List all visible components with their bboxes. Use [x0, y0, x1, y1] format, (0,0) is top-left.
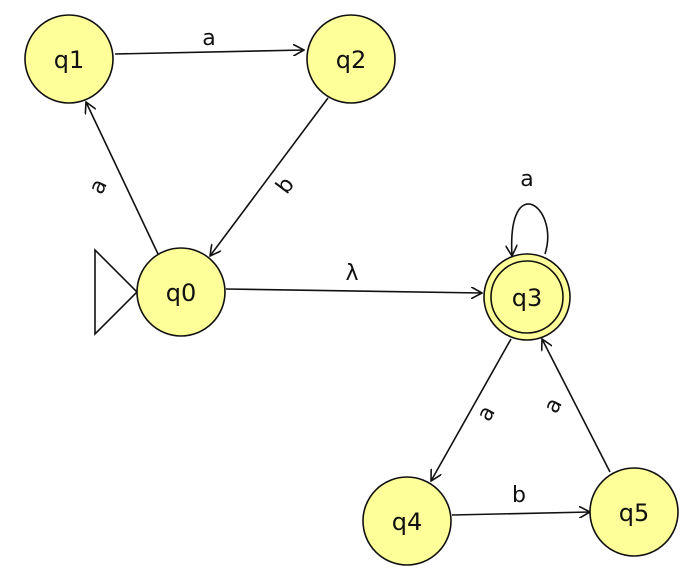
state-q3-accept-ring: [490, 260, 564, 334]
state-q2-circle: [306, 14, 396, 104]
edge-label-q3-q3: a: [520, 167, 533, 192]
edge-q3-q4: [431, 338, 512, 481]
edge-q2-q0: [210, 97, 329, 256]
state-q3[interactable]: q3: [483, 253, 571, 341]
state-q2[interactable]: q2: [306, 14, 396, 104]
state-q2-label: q2: [336, 46, 367, 74]
state-q0[interactable]: q0: [136, 247, 226, 337]
state-q5-label: q5: [619, 499, 650, 527]
state-q3-label: q3: [512, 284, 543, 312]
state-q1-label: q1: [54, 46, 85, 74]
edge-label-q4-q5: b: [512, 483, 526, 508]
edge-label-q5-q3: a: [539, 394, 567, 417]
edge-label-q2-q0: b: [271, 173, 299, 199]
state-q1[interactable]: q1: [24, 14, 114, 104]
states-layer: q0 q1 q2 q3 q4 q5: [24, 14, 679, 566]
edge-label-q3-q4: a: [472, 402, 500, 426]
edge-label-q0-q3: λ: [345, 261, 358, 286]
edge-q0-q3: [225, 289, 482, 293]
state-q5[interactable]: q5: [589, 467, 679, 557]
state-q3-outer-circle: [483, 253, 571, 341]
edge-q5-q3: [542, 339, 611, 473]
state-q4-label: q4: [392, 508, 423, 536]
edge-q4-q5: [451, 512, 590, 515]
state-q1-circle: [24, 14, 114, 104]
start-state-marker: [94, 248, 139, 336]
edge-q1-q2: [114, 50, 304, 54]
state-q5-circle: [589, 467, 679, 557]
edge-q0-q1: [86, 102, 159, 255]
edge-label-q0-q1: a: [84, 175, 112, 198]
edge-q3-q3-loop: [512, 203, 549, 256]
transitions-layer: [86, 50, 611, 515]
state-q0-circle: [136, 247, 226, 337]
state-q4-circle: [362, 476, 452, 566]
state-q4[interactable]: q4: [362, 476, 452, 566]
state-q0-label: q0: [166, 279, 197, 307]
edge-label-q1-q2: a: [202, 26, 215, 51]
